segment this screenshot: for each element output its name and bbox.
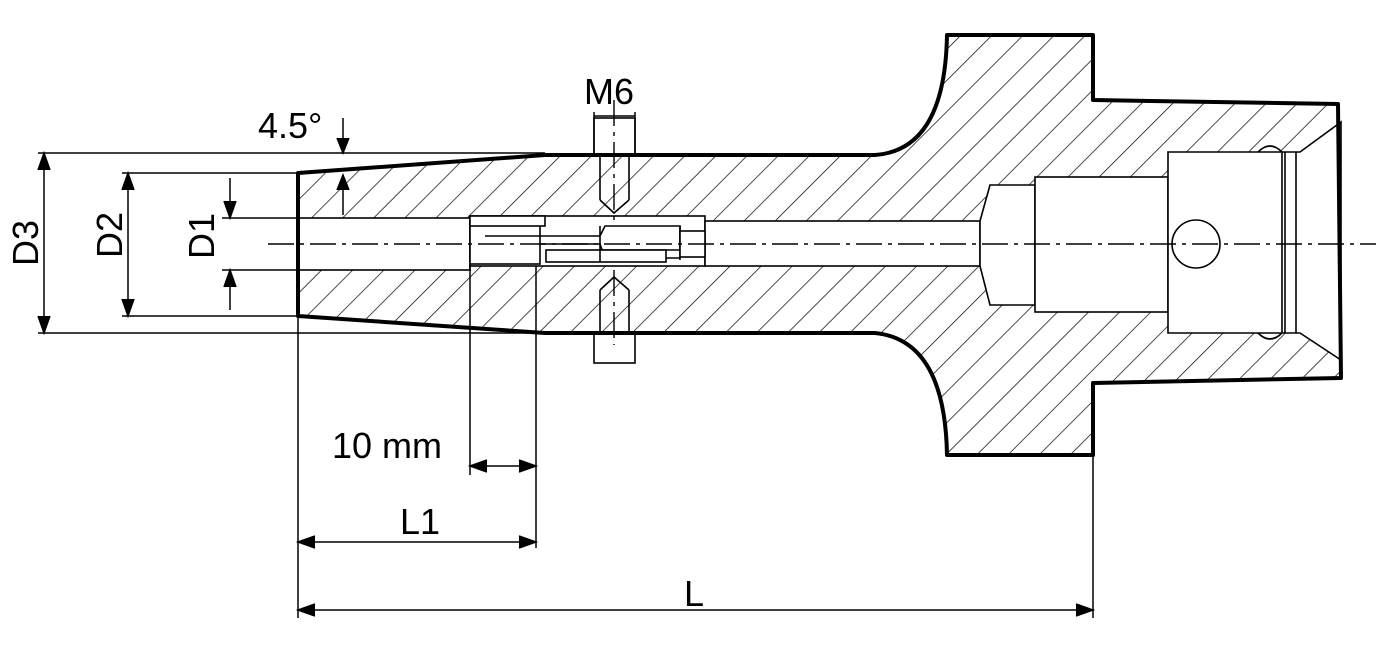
label-angle: 4.5° — [258, 105, 322, 146]
dim-d2 — [121, 170, 298, 319]
label-d2: D2 — [89, 212, 130, 258]
rear-bore-grooves — [1257, 145, 1297, 340]
rear-taper-cone — [979, 184, 1036, 306]
label-l1: L1 — [400, 501, 440, 542]
label-d3: D3 — [5, 220, 46, 266]
dim-l1 — [295, 316, 539, 618]
dim-m6 — [593, 112, 636, 155]
dim-angle — [336, 118, 350, 215]
label-d1: D1 — [181, 213, 222, 259]
dim-d1 — [222, 178, 298, 310]
holder-outline — [296, 33, 1343, 457]
dim-10mm — [467, 266, 539, 548]
label-l: L — [684, 573, 704, 614]
dim-d3 — [37, 150, 545, 336]
dim-l — [295, 383, 1096, 618]
label-10mm: 10 mm — [332, 425, 442, 466]
label-m6: M6 — [584, 71, 634, 112]
